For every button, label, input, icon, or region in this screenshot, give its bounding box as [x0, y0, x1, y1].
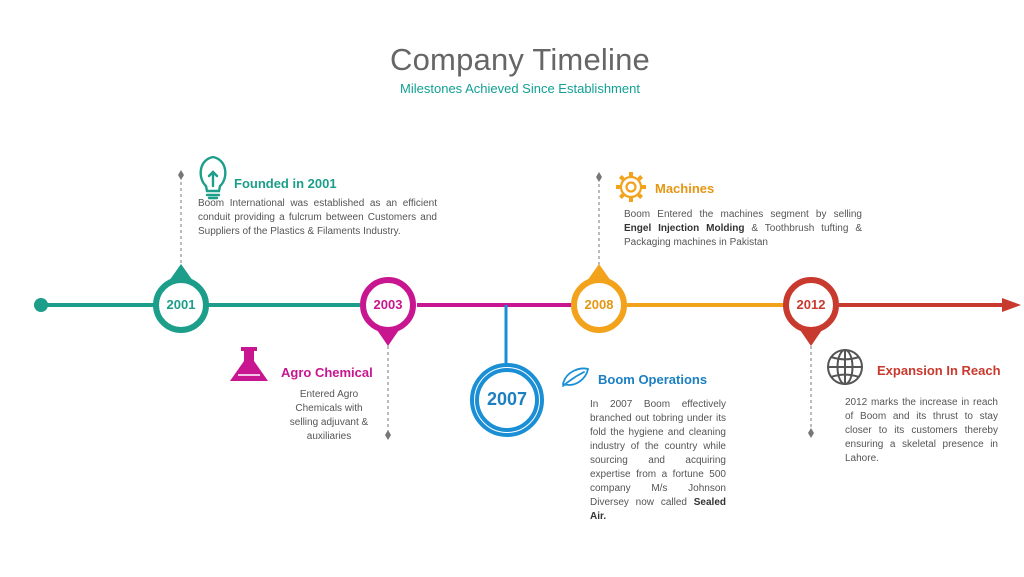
- heading-2007: Boom Operations: [598, 372, 708, 387]
- heading-2003: Agro Chemical: [281, 365, 373, 380]
- year-label-2008: 2008: [584, 297, 614, 312]
- description-2008-text: Boom Entered the machines segment by sel…: [624, 209, 862, 220]
- description-2007: In 2007 Boom effectively branched out to…: [590, 398, 726, 524]
- globe-icon: [827, 349, 863, 385]
- connector-2003-tip: [385, 430, 391, 440]
- heading-2008: Machines: [655, 181, 715, 196]
- marker-2007: [470, 363, 544, 437]
- description-2012: 2012 marks the increase in reach of Boom…: [845, 397, 998, 464]
- marker-2003: [360, 277, 416, 346]
- page-subtitle: Milestones Achieved Since Establishment: [400, 81, 640, 96]
- description-2007-bold: Sealed Air.: [590, 497, 726, 522]
- description-2008: Boom Entered the machines segment by sel…: [624, 208, 862, 250]
- description-2001: Boom International was established as an…: [198, 198, 437, 237]
- year-label-2007: 2007: [486, 389, 528, 409]
- year-label-2001: 2001: [166, 297, 196, 312]
- lightbulb-icon: [199, 155, 227, 200]
- description-2008-text-after: & Toothbrush tufting & Packaging machine…: [624, 223, 862, 248]
- timeline-start-dot: [34, 298, 48, 312]
- year-label-2012: 2012: [796, 297, 826, 312]
- description-2003: Entered Agro Chemicals with selling adju…: [289, 389, 369, 442]
- marker-2008: [571, 264, 627, 333]
- marker-2012: [783, 277, 839, 346]
- gear-icon: [616, 172, 646, 202]
- heading-2001: Founded in 2001: [234, 176, 337, 191]
- connector-2012-tip: [808, 428, 814, 438]
- marker-2001: [153, 264, 209, 333]
- year-label-2003: 2003: [373, 297, 403, 312]
- leaf-icon: [561, 367, 590, 387]
- description-2007-text: In 2007 Boom effectively branched out to…: [590, 399, 726, 508]
- connector-2008-tip: [596, 172, 602, 182]
- page-title: Company Timeline: [390, 42, 650, 77]
- description-2008-bold: Engel Injection Molding: [624, 223, 745, 234]
- connector-2001-tip: [178, 170, 184, 180]
- flask-icon: [230, 347, 268, 381]
- timeline-arrowhead: [1002, 298, 1021, 312]
- heading-2012: Expansion In Reach: [877, 363, 1001, 378]
